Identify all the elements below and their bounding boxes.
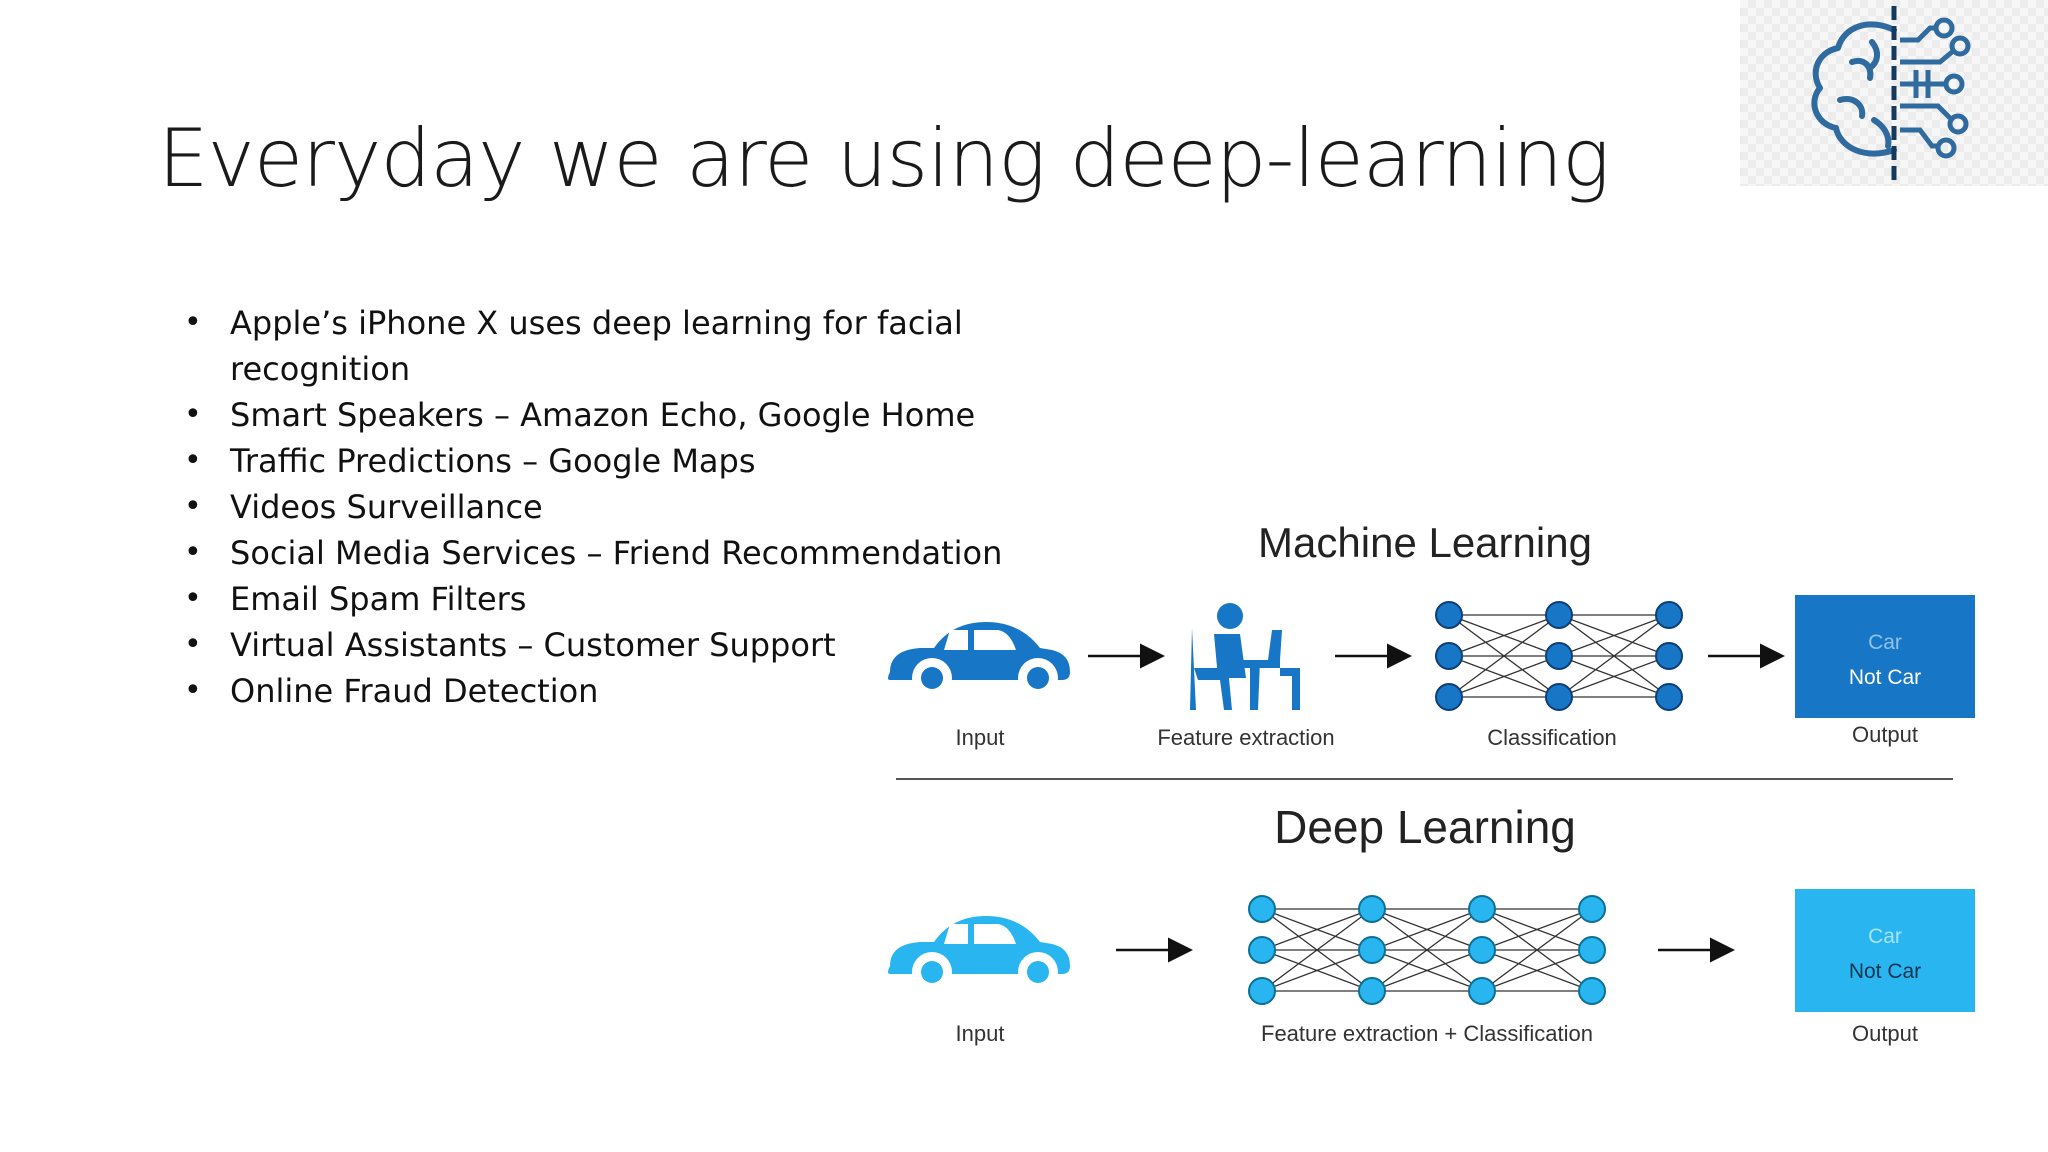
dl-output-box: Car Not Car (1795, 889, 1975, 1012)
ml-input-label: Input (956, 725, 1005, 750)
dl-input-car-icon (888, 916, 1070, 992)
dl-combined-label: Feature extraction + Classification (1261, 1021, 1593, 1046)
ml-network-icon (1435, 601, 1683, 711)
ml-output-label: Output (1852, 722, 1918, 747)
list-item: •Traffic Predictions – Google Maps (184, 442, 756, 480)
brain-circuit-icon (1811, 6, 1971, 182)
dl-network-icon (1248, 895, 1606, 1005)
ml-feature-label: Feature extraction (1157, 725, 1334, 750)
dl-input-label: Input (956, 1021, 1005, 1046)
ml-output-box: Car Not Car (1795, 595, 1975, 718)
ml-class-label: Classification (1487, 725, 1617, 750)
dl-output-car: Car (1868, 925, 1902, 948)
list-item: •Online Fraud Detection (184, 672, 599, 710)
list-item: •Smart Speakers – Amazon Echo, Google Ho… (184, 396, 976, 434)
ml-output-not-car: Not Car (1849, 666, 1921, 689)
list-item: •Virtual Assistants – Customer Support (184, 626, 836, 664)
list-item: •Social Media Services – Friend Recommen… (184, 534, 1003, 572)
list-item: •Email Spam Filters (184, 580, 527, 618)
dl-title: Deep Learning (1274, 801, 1576, 853)
ml-title: Machine Learning (1258, 519, 1592, 566)
dl-output-not-car: Not Car (1849, 960, 1921, 983)
slide-title: Everyday we are using deep-learning (158, 112, 1610, 205)
dl-output-label: Output (1852, 1021, 1918, 1046)
bullet-list: •Apple’s iPhone X uses deep learning for… (180, 300, 1040, 714)
ml-vs-dl-diagram: Machine Learning Input Feature extractio… (888, 519, 1975, 1046)
ml-output-car: Car (1868, 631, 1902, 654)
logo (1740, 0, 2048, 186)
person-at-desk-icon (1190, 603, 1300, 710)
list-item: •Apple’s iPhone X uses deep learning for… (184, 304, 963, 388)
ml-input-car-icon (888, 622, 1070, 698)
list-item: •Videos Surveillance (184, 488, 543, 526)
